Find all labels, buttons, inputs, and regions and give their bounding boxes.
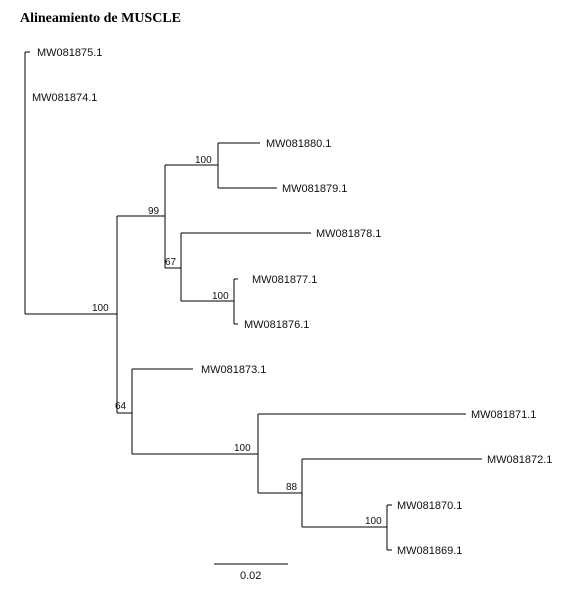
bootstrap-value: 100	[234, 443, 251, 454]
leaf-label: MW081875.1	[37, 47, 102, 59]
leaf-label: MW081872.1	[487, 454, 552, 466]
bootstrap-value: 100	[92, 303, 109, 314]
leaf-label: MW081879.1	[282, 183, 347, 195]
bootstrap-value: 67	[165, 257, 177, 268]
bootstrap-value: 64	[115, 401, 127, 412]
leaf-label: MW081870.1	[397, 500, 462, 512]
bootstrap-value: 99	[148, 206, 160, 217]
leaf-label: MW081877.1	[252, 274, 317, 286]
leaf-label: MW081873.1	[201, 364, 266, 376]
diagram-title: Alineamiento de MUSCLE	[20, 11, 181, 26]
bootstrap-value: 100	[195, 155, 212, 166]
scale-bar-label: 0.02	[240, 570, 261, 582]
bootstrap-value: 100	[365, 516, 382, 527]
leaf-label: MW081871.1	[471, 409, 536, 421]
leaf-label: MW081880.1	[266, 138, 331, 150]
leaf-label: MW081878.1	[316, 228, 381, 240]
leaf-label: MW081876.1	[244, 319, 309, 331]
leaf-label: MW081869.1	[397, 545, 462, 557]
leaf-label: MW081874.1	[32, 92, 97, 104]
bootstrap-value: 100	[212, 291, 229, 302]
bootstrap-value: 88	[286, 482, 298, 493]
